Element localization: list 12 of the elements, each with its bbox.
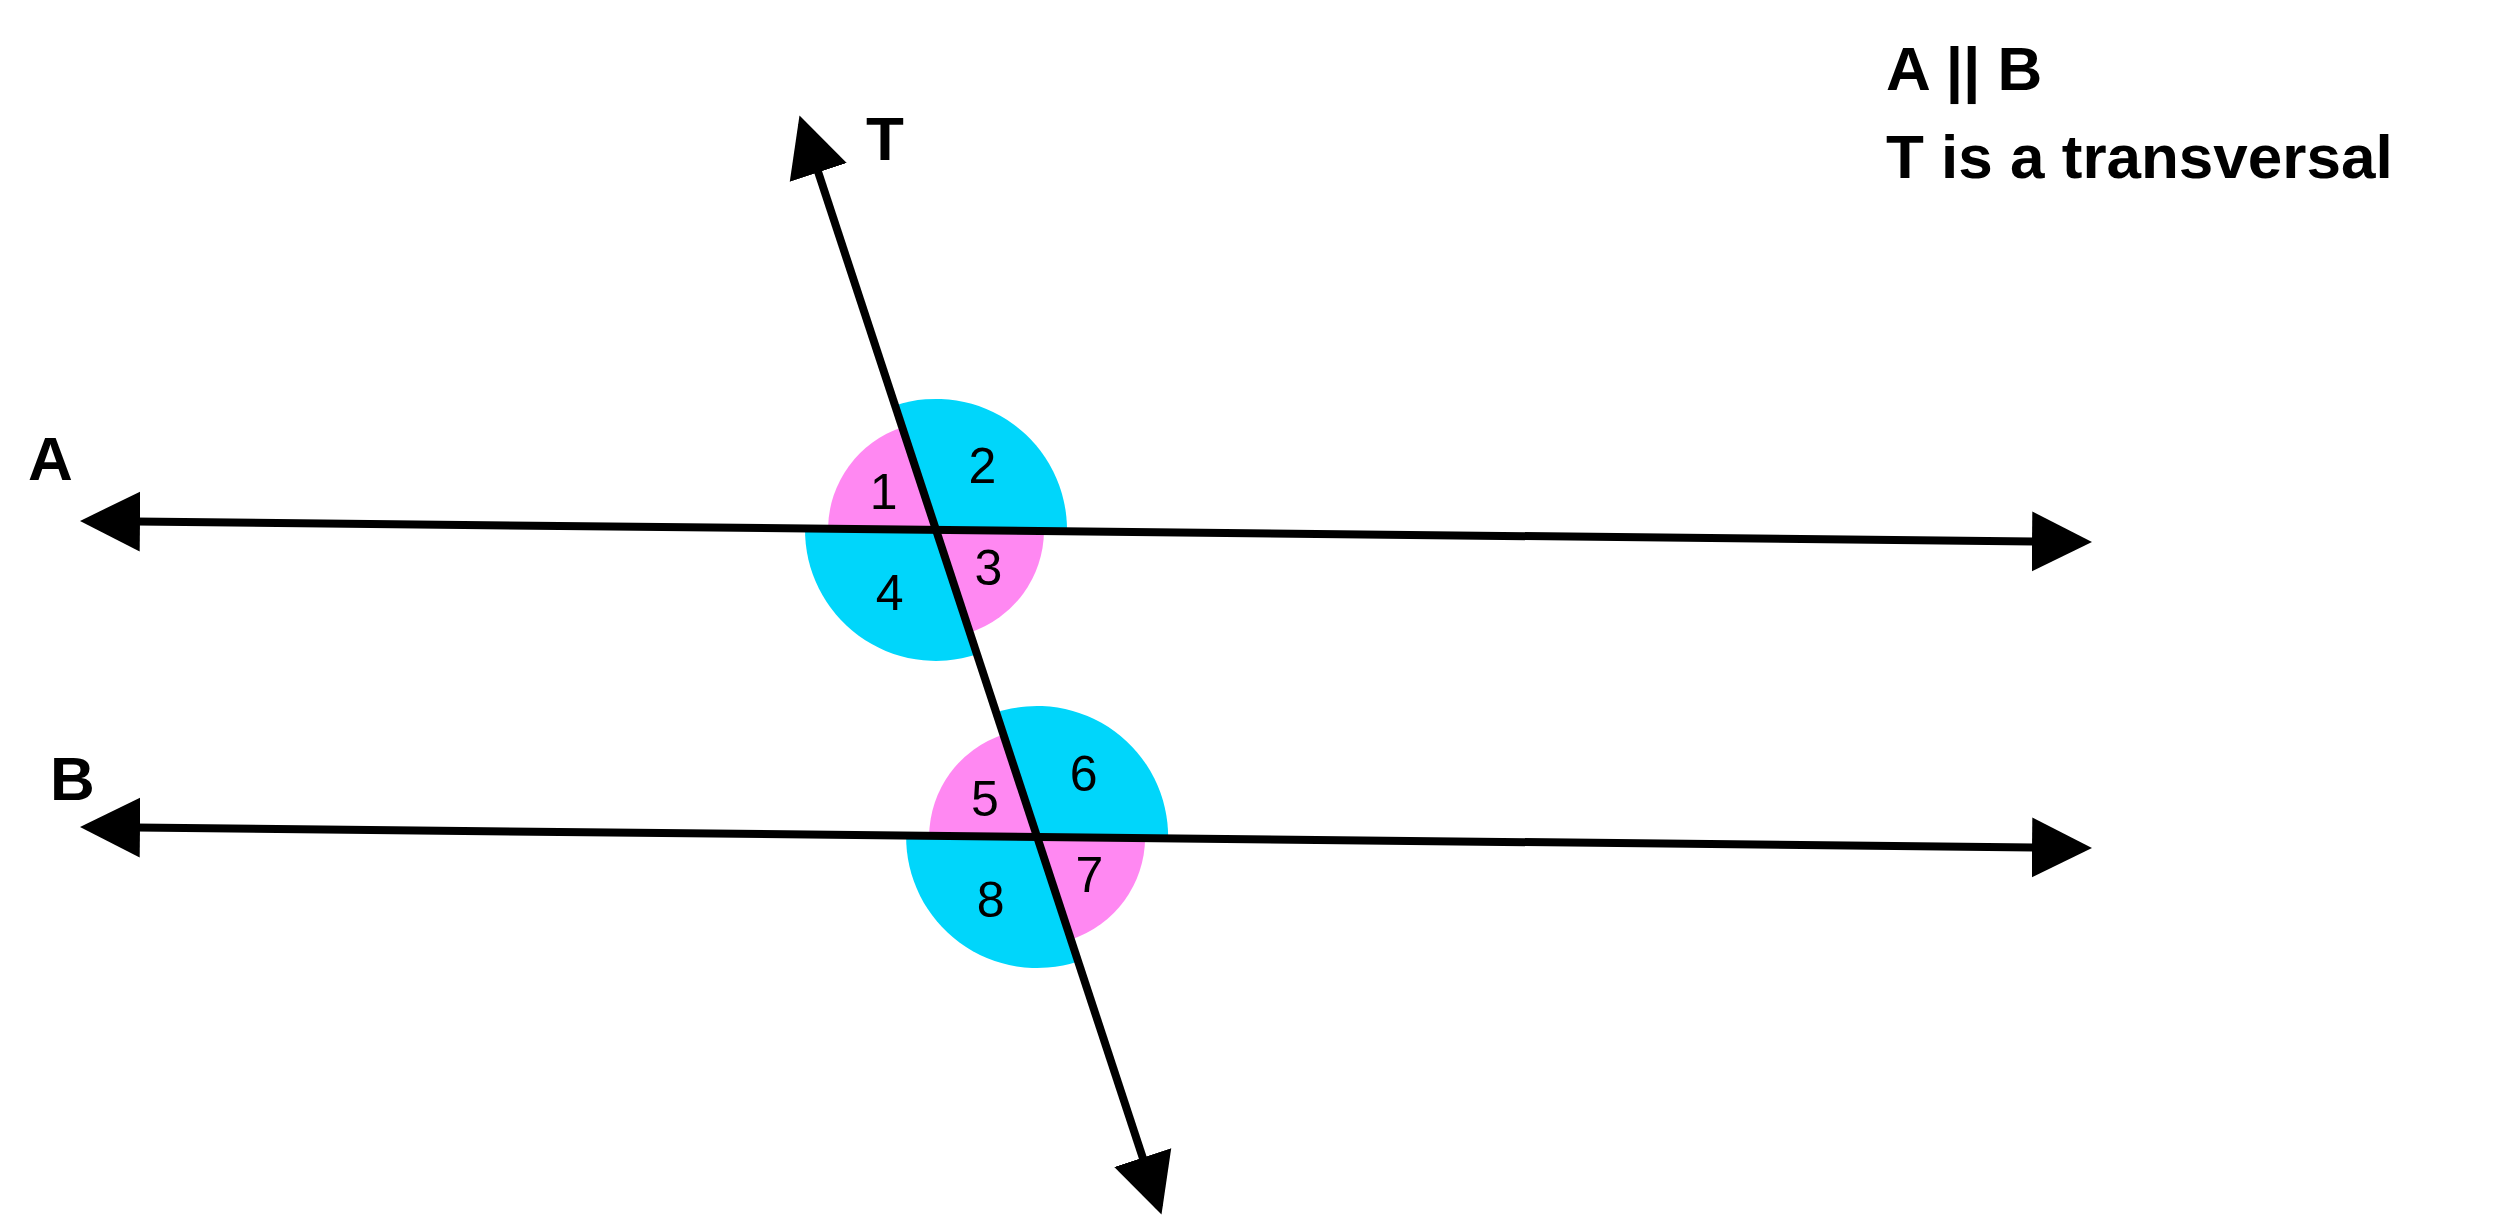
angle-number: 1 [869,466,898,517]
angle-number: 3 [974,543,1003,594]
angle-number: 5 [970,773,999,824]
angle-number: 4 [875,568,904,619]
line-name: T [866,108,904,170]
note-text: T is a transversal [1886,126,2393,188]
line-name: A [28,428,73,490]
angle-number: 2 [968,441,997,492]
line-name: B [50,748,95,810]
angle-number: 8 [976,875,1005,926]
angle-number: 6 [1069,748,1098,799]
angle-number: 7 [1075,850,1104,901]
